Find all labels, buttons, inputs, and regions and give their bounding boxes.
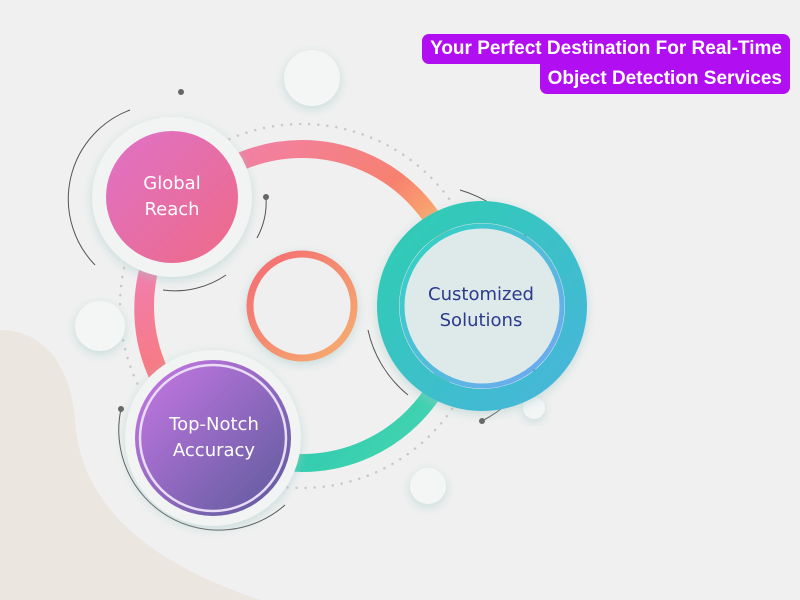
node-label-line1: Customized [428,284,534,305]
decor-arc [367,329,409,396]
bubble [284,50,340,106]
bubble [75,301,125,351]
decor-dot [479,418,485,424]
decor-dot [178,89,184,95]
title-line-1: Your Perfect Destination For Real-Time [422,34,790,64]
global-reach-circle [106,131,238,263]
customized-outer-ring [377,201,587,411]
decor-arc [67,109,131,266]
title-line-2: Object Detection Services [539,64,790,94]
customized-circle [399,223,565,389]
node-global-reach: Global Reach [143,171,200,223]
node-label-line2: Accuracy [172,440,256,461]
node-label-line1: Global [143,173,201,194]
node-top-notch-accuracy: Top-Notch Accuracy [169,412,259,464]
decor-dot [263,194,269,200]
center-ring [246,250,358,362]
decor-arc [256,196,267,239]
top-notch-inner-ring [138,363,288,513]
decor-arc [162,274,227,292]
background-blob [0,330,260,600]
node-label-line2: Reach [144,199,200,220]
decor-dot [118,406,124,412]
node-label-line2: Solutions [439,310,523,331]
title-banner: Your Perfect Destination For Real-Time O… [422,34,790,94]
bubble [410,468,446,504]
bubble [523,397,545,419]
decor-arc [118,408,286,531]
top-notch-circle [135,360,291,516]
node-customized-solutions: Customized Solutions [428,282,534,334]
node-label-line1: Top-Notch [169,414,259,435]
